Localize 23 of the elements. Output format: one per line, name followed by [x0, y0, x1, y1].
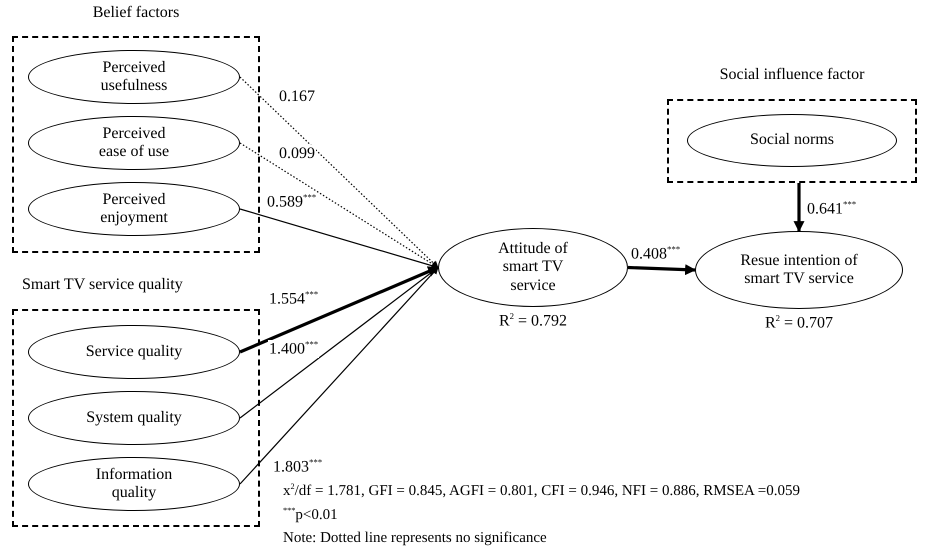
construct-ellipse: System quality: [28, 391, 240, 445]
path-coefficient: 1.400$^{***}$: [268, 340, 320, 358]
r-squared-label: R$^{2}$ = 0.707: [764, 313, 834, 333]
group-title: Smart TV service quality: [22, 276, 183, 294]
fit-note: x$^{2}$/df = 1.781, GFI = 0.845, AGFI = 0.801, CFI = 0.946, NFI = 0.886, RMSEA =0.059: [283, 482, 800, 500]
r-squared-label: R$^{2}$ = 0.792: [498, 311, 568, 331]
path-arrow: [240, 266, 438, 484]
construct-ellipse: Social norms: [687, 114, 897, 167]
fit-note: Note: Dotted line represents no significance: [283, 530, 547, 546]
factor-group-box: [667, 66, 917, 183]
factor-group-box: [12, 276, 260, 527]
path-arrow: [240, 76, 438, 268]
path-arrow: [628, 264, 696, 276]
construct-ellipse: Perceived enjoyment: [28, 182, 240, 236]
construct-ellipse: Perceived usefulness: [28, 50, 240, 104]
construct-ellipse: Information quality: [28, 457, 240, 511]
fit-note: $^{***}$p<0.01: [283, 506, 338, 524]
group-title: Belief factors: [92, 4, 180, 22]
path-arrow: [794, 183, 804, 232]
construct-ellipse: Perceived ease of use: [28, 116, 240, 170]
factor-group-box: [12, 4, 260, 253]
construct-ellipse: Service quality: [28, 325, 240, 379]
group-title: Social influence factor: [720, 66, 864, 84]
